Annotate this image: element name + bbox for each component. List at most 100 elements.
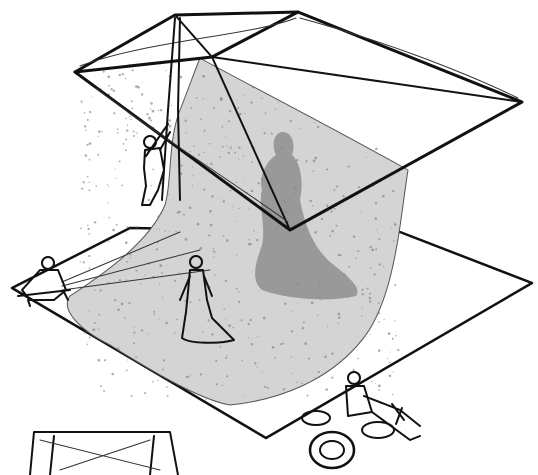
fabric-speck [100, 385, 102, 387]
fabric-speck [174, 137, 175, 138]
fabric-speck [348, 266, 350, 268]
fabric-speck [126, 369, 128, 371]
fabric-speck [97, 359, 100, 362]
fabric-speck [156, 248, 158, 250]
fabric-speck [98, 130, 101, 133]
fabric-speck [379, 263, 381, 265]
fabric-speck [84, 112, 86, 114]
fabric-speck [229, 110, 231, 112]
fabric-speck [117, 348, 119, 350]
fabric-speck [211, 333, 213, 335]
fabric-speck [392, 394, 393, 395]
fabric-speck [202, 98, 203, 99]
fabric-speck [133, 135, 135, 137]
fabric-speck [331, 352, 333, 354]
fabric-speck [166, 386, 168, 388]
fabric-speck [336, 225, 338, 227]
fabric-speck [129, 257, 130, 258]
fabric-speck [125, 139, 127, 141]
fabric-speck [314, 231, 317, 234]
fabric-speck [213, 248, 214, 249]
fabric-speck [378, 302, 380, 304]
fabric-speck [337, 323, 338, 324]
fabric-speck [303, 321, 305, 323]
fabric-speck [129, 116, 131, 118]
fabric-speck [115, 169, 116, 170]
fabric-speck [355, 257, 357, 259]
fabric-speck [160, 109, 162, 111]
fabric-speck [156, 229, 157, 230]
fabric-speck [123, 143, 125, 145]
fabric-speck [152, 381, 154, 383]
fabric-speck [290, 120, 292, 122]
fabric-speck [199, 247, 202, 250]
fabric-speck [117, 128, 119, 130]
fabric-speck [333, 189, 335, 191]
fabric-speck [225, 357, 227, 359]
fabric-speck [234, 152, 236, 154]
fabric-speck [117, 132, 119, 134]
fabric-speck [296, 382, 298, 384]
fabric-speck [166, 265, 167, 266]
fabric-speck [326, 168, 328, 170]
fabric-speck [186, 133, 187, 134]
fabric-speck [192, 175, 193, 176]
fabric-speck [199, 299, 201, 301]
fabric-speck [89, 159, 91, 161]
fabric-speck [366, 157, 367, 158]
fabric-speck [218, 198, 219, 199]
fabric-speck [377, 312, 380, 315]
fabric-speck [88, 255, 90, 257]
fabric-speck [81, 101, 83, 103]
fabric-speck [210, 224, 213, 227]
fabric-speck [261, 97, 262, 98]
fabric-speck [249, 319, 251, 321]
fabric-speck [219, 346, 221, 348]
fabric-speck [185, 238, 188, 241]
fabric-speck [213, 107, 215, 109]
fabric-speck [190, 301, 192, 303]
fabric-speck [121, 303, 124, 306]
fabric-speck [165, 322, 168, 325]
fabric-speck [119, 279, 121, 281]
fabric-speck [147, 333, 148, 334]
fabric-speck [135, 356, 137, 358]
fabric-speck [159, 264, 162, 267]
fabric-speck [87, 176, 89, 178]
fabric-speck [171, 105, 172, 106]
fabric-speck [131, 108, 133, 110]
fabric-speck [126, 129, 128, 131]
fabric-speck [375, 383, 376, 384]
fabric-speck [251, 343, 254, 346]
fabric-speck [361, 289, 363, 291]
fabric-speck [222, 146, 224, 148]
fabric-speck [375, 217, 378, 220]
fabric-speck [348, 165, 350, 167]
fabric-speck [334, 208, 336, 210]
fabric-speck [230, 147, 232, 149]
fabric-speck [145, 274, 146, 275]
fabric-speck [148, 117, 151, 120]
fabric-speck [378, 349, 381, 352]
fabric-speck [161, 272, 163, 274]
fabric-speck [358, 186, 360, 188]
fabric-speck [208, 234, 210, 236]
fabric-speck [107, 203, 108, 204]
fabric-speck [237, 100, 238, 101]
fabric-speck [159, 284, 160, 285]
fabric-speck [252, 271, 253, 272]
fabric-speck [193, 145, 195, 147]
fabric-speck [254, 362, 255, 363]
fabric-speck [371, 249, 374, 252]
fabric-speck [192, 166, 193, 167]
fabric-speck [183, 214, 185, 216]
fabric-speck [133, 130, 135, 132]
fabric-speck [369, 293, 371, 295]
fabric-speck [151, 185, 152, 186]
fabric-speck [98, 314, 100, 316]
fabric-speck [243, 179, 244, 180]
fabric-speck [226, 375, 228, 377]
fabric-speck [221, 126, 223, 128]
fabric-speck [88, 189, 90, 191]
fabric-speck [190, 375, 191, 376]
